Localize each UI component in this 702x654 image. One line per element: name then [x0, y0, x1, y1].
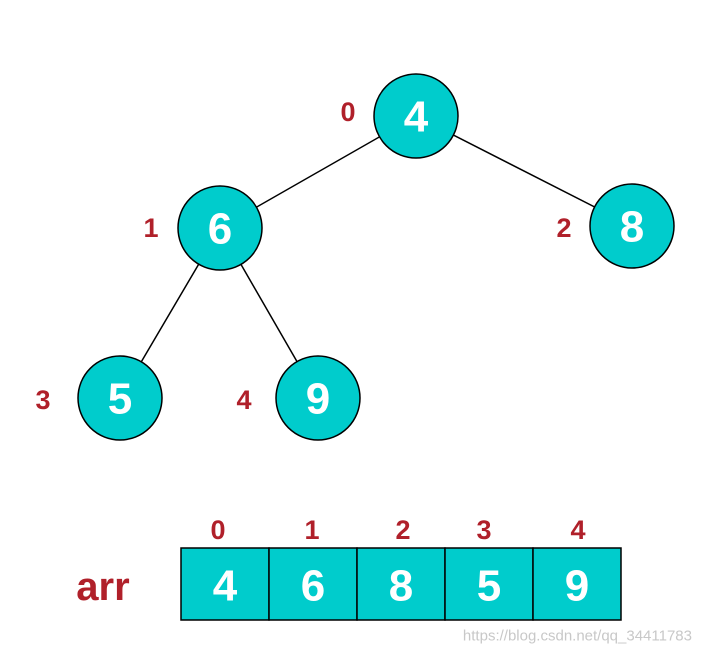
array-index-label: 1 — [304, 515, 319, 545]
watermark-text: https://blog.csdn.net/qq_34411783 — [463, 628, 692, 645]
array-cell-box — [444, 547, 534, 621]
array-label: arr — [76, 565, 129, 609]
array-cell-box — [180, 547, 270, 621]
tree-node-index: 1 — [143, 213, 158, 243]
tree-node-circle — [275, 355, 361, 441]
array-cell-box — [356, 547, 446, 621]
array-index-label: 2 — [395, 515, 410, 545]
tree-node-value: 6 — [208, 205, 232, 254]
array-cell-4: 4 9 — [532, 515, 622, 621]
tree-node-index: 0 — [340, 97, 355, 127]
tree-node-2: 8 2 — [556, 183, 675, 269]
tree-node-index: 4 — [236, 385, 251, 415]
tree-node-4: 9 4 — [236, 355, 361, 441]
array-cell-value: 8 — [389, 562, 413, 611]
array-cell-box — [532, 547, 622, 621]
tree-node-value: 8 — [620, 203, 644, 252]
array-index-label: 4 — [570, 515, 585, 545]
array-index-label: 0 — [210, 515, 225, 545]
array-cell-value: 6 — [301, 562, 325, 611]
array-index-label: 3 — [476, 515, 491, 545]
array-cells: 0 4 1 6 2 8 3 5 4 9 — [180, 515, 622, 621]
tree-node-index: 2 — [556, 213, 571, 243]
tree-node-value: 9 — [306, 375, 330, 424]
tree-node-index: 3 — [35, 385, 50, 415]
array-cell-value: 4 — [213, 562, 238, 611]
array-cell-value: 5 — [477, 562, 501, 611]
array-cell-3: 3 5 — [444, 515, 534, 621]
tree-node-0: 4 0 — [340, 73, 459, 159]
tree-node-circle — [373, 73, 459, 159]
array-cell-0: 0 4 — [180, 515, 270, 621]
array-cell-box — [268, 547, 358, 621]
tree-node-3: 5 3 — [35, 355, 163, 441]
tree-node-value: 5 — [108, 375, 132, 424]
tree-node-circle — [177, 185, 263, 271]
tree-node-value: 4 — [404, 93, 429, 142]
array-cell-2: 2 8 — [356, 515, 446, 621]
tree-node-circle — [77, 355, 163, 441]
tree-node-1: 6 1 — [143, 185, 263, 271]
array-cell-value: 9 — [565, 562, 589, 611]
tree-node-circle — [589, 183, 675, 269]
array-cell-1: 1 6 — [268, 515, 358, 621]
